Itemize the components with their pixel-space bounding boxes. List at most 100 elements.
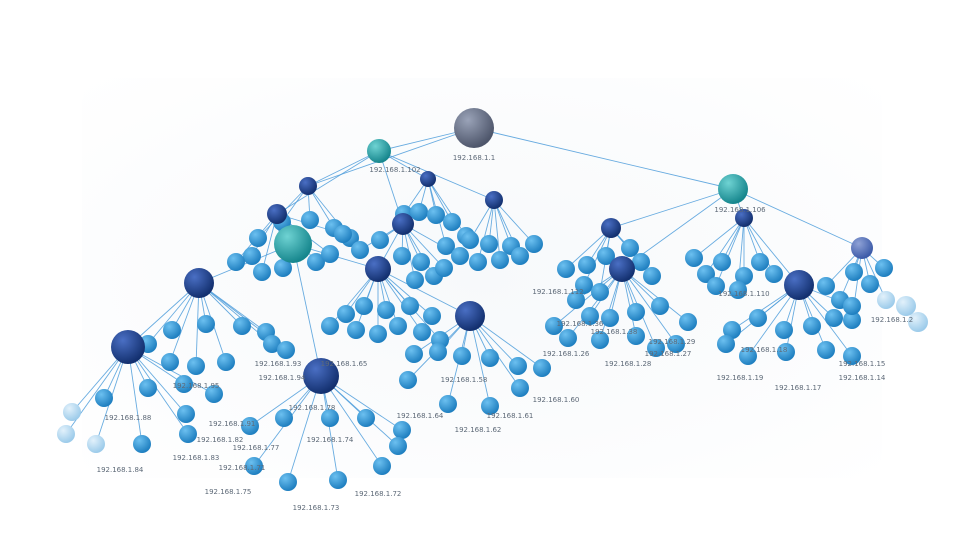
hub-node-b [420, 171, 436, 187]
leaf-node-e-5 [435, 259, 453, 277]
edge-o-leaf-8 [320, 375, 383, 467]
leaf-node-g-5 [765, 265, 783, 283]
leaf-node-d-5 [321, 245, 339, 263]
edge-t2-f [610, 188, 734, 229]
leaf-node-k-8 [591, 331, 609, 349]
leaf-node-d-4 [307, 253, 325, 271]
leaf-node-c-0 [461, 231, 479, 249]
ip-label-n_r11: 192.168.1.15 [839, 360, 886, 368]
ip-label-n_r10: 192.168.1.14 [839, 374, 886, 382]
hub-node-f [601, 218, 621, 238]
leaf-node-j-0 [321, 317, 339, 335]
leaf-node-i-0 [163, 321, 181, 339]
leaf-node-k-10 [647, 339, 665, 357]
leaf-node-j-7 [369, 325, 387, 343]
leaf-node-g-7 [729, 281, 747, 299]
leaf-node-f-5 [643, 267, 661, 285]
ip-label-n_r2: 192.168.1.27 [645, 350, 692, 358]
ip-label-n_mid5: 192.168.1.73 [293, 504, 340, 512]
leaf-node-o-0 [241, 417, 259, 435]
leaf-node-c-6 [469, 253, 487, 271]
leaf-node-j-6 [347, 321, 365, 339]
leaf-node-m-2 [453, 347, 471, 365]
leaf-node-k-1 [581, 307, 599, 325]
leaf-node-d-0 [243, 247, 261, 265]
ip-label-n_r5: 192.168.1.38 [591, 328, 638, 336]
leaf-node-c-5 [491, 251, 509, 269]
leaf-node-m-3 [481, 349, 499, 367]
ip-label-n_c8: 192.168.1.106 [714, 206, 766, 214]
leaf-node-o-3 [357, 409, 375, 427]
hub-node-h [851, 237, 873, 259]
leaf-node-e-1 [371, 231, 389, 249]
leaf-node-k-9 [627, 327, 645, 345]
edge-g-leaf-5 [743, 217, 775, 275]
leaf-node-f-3 [621, 239, 639, 257]
leaf-node-l-2 [775, 321, 793, 339]
ip-label-n_r9: 192.168.1.18 [741, 346, 788, 354]
hub-node-k [609, 256, 635, 282]
leaf-node-i-5 [161, 353, 179, 371]
leaf-node-j-4 [401, 297, 419, 315]
leaf-node-k-4 [651, 297, 669, 315]
ip-label-n_r12: 192.168.1.2 [871, 316, 913, 324]
ip-label-n_c4: 192.168.1.62 [455, 426, 502, 434]
edge-g-leaf-6 [715, 217, 745, 287]
leaf-node-f-4 [632, 253, 650, 271]
ip-label-n_mid3: 192.168.1.71 [219, 464, 266, 472]
leaf-node-o-7 [329, 471, 347, 489]
edge-j-m [377, 268, 471, 317]
ip-label-n_r6: 192.168.1.36 [557, 320, 604, 328]
leaf-node-g-1 [697, 265, 715, 283]
ip-label-n_c3: 192.168.1.61 [487, 412, 534, 420]
edge-t3-o [292, 243, 322, 377]
leaf-node-i-2 [233, 317, 251, 335]
leaf-node-n-4 [177, 405, 195, 423]
leaf-node-o-5 [245, 457, 263, 475]
leaf-node-o-6 [279, 473, 297, 491]
leaf-node-j-2 [355, 297, 373, 315]
leaf-node-k-3 [627, 303, 645, 321]
edge-t1-c [378, 150, 495, 201]
leaf-node-e-2 [393, 247, 411, 265]
ip-label-n_left8: 192.168.1.82 [197, 436, 244, 444]
edge-c-leaf-5 [493, 199, 501, 261]
hub-node-o [303, 358, 339, 394]
ip-label-n_left3: 192.168.1.95 [173, 382, 220, 390]
leaf-node-l-8 [777, 343, 795, 361]
edge-g-leaf-1 [705, 217, 745, 275]
leaf-node-a-4 [249, 229, 267, 247]
leaf-node-n-9 [57, 425, 75, 443]
leaf-node-n-8 [63, 403, 81, 421]
leaf-node-d-6 [334, 225, 352, 243]
leaf-node-o-2 [321, 409, 339, 427]
faded-node-0 [896, 296, 916, 316]
leaf-node-n-6 [133, 435, 151, 453]
leaf-node-d-3 [274, 259, 292, 277]
edge-n-leaf-5 [127, 346, 189, 435]
leaf-node-n-0 [95, 389, 113, 407]
ip-label-n_c5: 192.168.1.64 [397, 412, 444, 420]
ip-label-n_mid2: 192.168.1.77 [233, 444, 280, 452]
leaf-node-n-5 [179, 425, 197, 443]
leaf-node-c-1 [480, 235, 498, 253]
ip-label-n_r1: 192.168.1.26 [543, 350, 590, 358]
ip-label-n_r8: 192.168.1.17 [775, 384, 822, 392]
leaf-node-f-2 [597, 247, 615, 265]
ip-label-n_left1: 192.168.1.94 [259, 374, 306, 382]
edge-t1-a [307, 150, 380, 187]
label-layer: 192.168.1.1192.168.1.102192.168.1.106192… [97, 154, 914, 512]
leaf-node-h-6 [877, 291, 895, 309]
faded-node-1 [908, 312, 928, 332]
leaf-node-a-1 [301, 211, 319, 229]
hub-node-a [299, 177, 317, 195]
leaf-node-m-9 [511, 379, 529, 397]
ip-label-n_r14: 192.168.1.110 [718, 290, 769, 298]
leaf-node-l-4 [825, 309, 843, 327]
ip-label-n_mid4: 192.168.1.72 [355, 490, 402, 498]
leaf-node-f-6 [575, 276, 593, 294]
leaf-node-c-4 [511, 247, 529, 265]
edge-o-leaf-6 [287, 375, 322, 483]
ip-label-n_mid6: 192.168.1.74 [307, 436, 354, 444]
